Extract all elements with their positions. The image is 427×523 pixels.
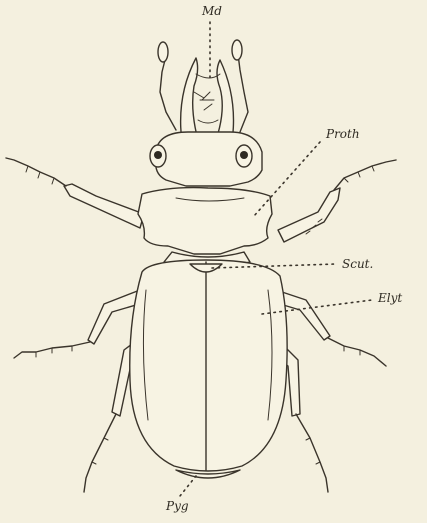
right-antenna (232, 40, 248, 132)
front-right-leg (278, 160, 396, 242)
head (150, 132, 262, 186)
left-antenna (158, 42, 176, 130)
label-scutellum: Scut. (342, 257, 373, 271)
pygidium-leader (180, 476, 196, 496)
label-pygidium: Pyg (165, 499, 189, 513)
front-left-leg (6, 158, 144, 228)
elytra (130, 260, 287, 471)
prothorax-leader (254, 142, 320, 216)
middle-right-leg (280, 292, 386, 366)
label-elytra: Elyt (377, 291, 402, 305)
label-prothorax: Proth (325, 127, 360, 141)
label-mandible: Md (201, 4, 222, 18)
mandibles (181, 58, 234, 142)
prothorax (138, 188, 272, 254)
